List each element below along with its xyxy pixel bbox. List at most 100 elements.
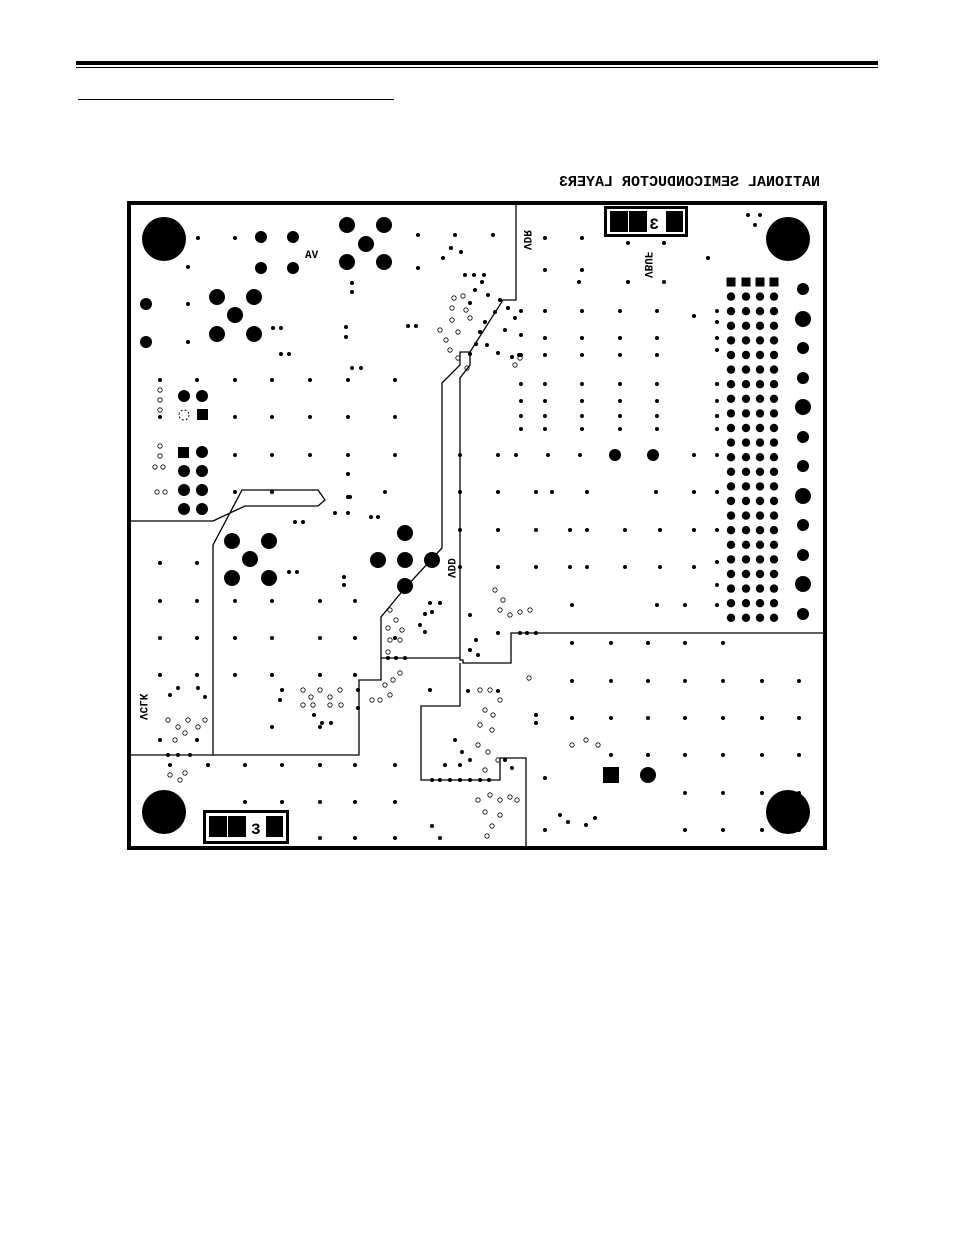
via [543, 382, 547, 386]
open-via [328, 695, 332, 699]
open-via [570, 743, 574, 747]
via [618, 353, 622, 357]
connector-pad [770, 424, 778, 432]
via [423, 630, 427, 634]
connector-pad [770, 409, 778, 417]
via [692, 453, 696, 457]
via [721, 679, 725, 683]
via [478, 778, 482, 782]
open-via [203, 718, 207, 722]
label-vbuf: VBUF [641, 252, 653, 278]
via [609, 641, 613, 645]
label-vdd: VDD [444, 558, 456, 578]
via [485, 343, 489, 347]
open-via [486, 750, 490, 754]
via [496, 453, 500, 457]
via [270, 636, 274, 640]
connector-pad [756, 614, 764, 622]
layer-digit-top: 3 [649, 216, 659, 234]
via [543, 399, 547, 403]
via [646, 753, 650, 757]
layer-digit-bottom: 3 [251, 821, 261, 839]
connector-pad [756, 424, 764, 432]
connector-pad [742, 614, 750, 622]
via [473, 288, 477, 292]
via [626, 280, 630, 284]
via [312, 713, 316, 717]
via [353, 763, 357, 767]
connector-pad [742, 584, 750, 592]
connector-pad [770, 614, 778, 622]
via [715, 414, 719, 418]
connector-pad [756, 570, 764, 578]
via [580, 382, 584, 386]
via [472, 273, 476, 277]
via [746, 213, 750, 217]
connector-pad [727, 380, 735, 388]
connector-pad [770, 292, 778, 300]
mounting-hole-bottom-left [142, 790, 186, 834]
connector-pad [756, 541, 764, 549]
via [692, 490, 696, 494]
via [580, 236, 584, 240]
via [453, 233, 457, 237]
open-via [450, 306, 454, 310]
connector-pad [770, 541, 778, 549]
via [491, 233, 495, 237]
via [233, 636, 237, 640]
via [449, 246, 453, 250]
mounting-hole-top-right [766, 217, 810, 261]
connector-pad [756, 453, 764, 461]
connector-pad [742, 365, 750, 373]
connector-pad [756, 468, 764, 476]
open-via [338, 688, 342, 692]
open-via [400, 628, 404, 632]
connector-pad [742, 468, 750, 476]
open-via [584, 738, 588, 742]
via [593, 816, 597, 820]
connector-pad [727, 599, 735, 607]
via [584, 823, 588, 827]
via [176, 753, 180, 757]
board-title: NATIONAL SEMICONDUCTOR LAYER3 [559, 174, 820, 191]
connector-pad [756, 482, 764, 490]
via [158, 561, 162, 565]
connector-pad [756, 555, 764, 563]
via [270, 490, 274, 494]
via [393, 453, 397, 457]
connector-pad [727, 409, 735, 417]
via [758, 213, 762, 217]
connector-pad [742, 336, 750, 344]
via [356, 688, 360, 692]
right-edge-pads [795, 283, 811, 620]
via [715, 583, 719, 587]
via [683, 603, 687, 607]
via [195, 561, 199, 565]
via [342, 575, 346, 579]
open-via [490, 824, 494, 828]
connector-pad [756, 307, 764, 315]
via [534, 490, 538, 494]
connector-pad [727, 336, 735, 344]
via [570, 679, 574, 683]
via [496, 490, 500, 494]
connector-pad [756, 409, 764, 417]
via [519, 414, 523, 418]
via [233, 236, 237, 240]
via [270, 673, 274, 677]
via [580, 268, 584, 272]
via [393, 378, 397, 382]
via [308, 415, 312, 419]
via [353, 673, 357, 677]
via [486, 293, 490, 297]
open-via [196, 725, 200, 729]
via [346, 415, 350, 419]
via [458, 453, 462, 457]
connector-pad [742, 453, 750, 461]
via [186, 302, 190, 306]
via [496, 351, 500, 355]
via [233, 415, 237, 419]
via [715, 560, 719, 564]
connector-pad [756, 497, 764, 505]
